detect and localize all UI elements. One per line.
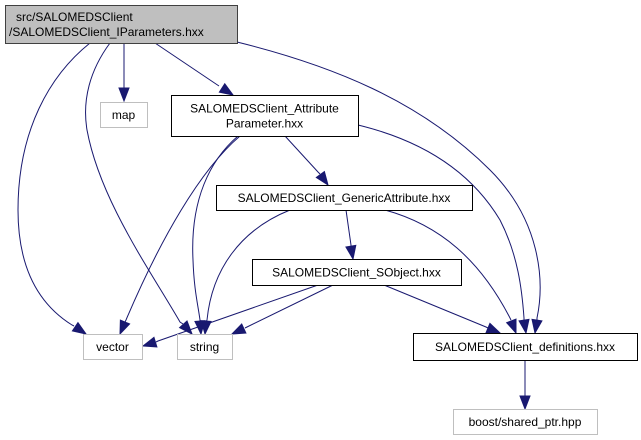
node-sobject[interactable]: SALOMEDSClient_SObject.hxx (252, 259, 462, 286)
arrowhead-icon (485, 322, 502, 334)
edge-line (192, 135, 239, 322)
arrowhead-icon (218, 82, 235, 96)
edge-root-to-attrparam (154, 42, 235, 96)
node-box (171, 95, 359, 137)
arrowhead-icon (345, 244, 357, 261)
edge-sobject-to-vector (141, 284, 319, 348)
arrowhead-icon (71, 321, 88, 335)
node-label: Parameter.hxx (226, 117, 303, 131)
arrowhead-icon (519, 395, 531, 411)
node-box (216, 185, 473, 211)
node-box (83, 334, 143, 360)
node-definitions[interactable]: SALOMEDSClient_definitions.hxx (413, 333, 638, 361)
edge-generic-to-sobject (345, 209, 357, 261)
node-label: SALOMEDSClient_Attribute (190, 102, 339, 116)
node-label: boost/shared_ptr.hpp (469, 415, 582, 429)
edge-line (85, 42, 184, 325)
arrowhead-icon (119, 319, 131, 336)
edge-line (345, 209, 352, 247)
edge-line (236, 41, 541, 320)
node-label: SALOMEDSClient_definitions.hxx (435, 340, 615, 354)
node-shared_ptr: boost/shared_ptr.hpp (453, 409, 598, 435)
edge-root-to-map (118, 43, 130, 103)
arrowhead-icon (505, 318, 517, 335)
node-string: string (177, 334, 233, 360)
edge-root-to-definitions (236, 41, 543, 335)
edge-attrparam-to-generic (284, 135, 329, 187)
edges-layer (17, 41, 543, 411)
arrowhead-icon (518, 318, 530, 335)
node-label: map (112, 108, 136, 122)
edge-line (155, 284, 319, 343)
edge-attrparam-to-vector (119, 135, 241, 336)
edge-attrparam-to-string (192, 135, 239, 336)
node-box (100, 102, 148, 128)
node-vector: vector (83, 334, 143, 360)
edge-attrparam-to-definitions (357, 124, 530, 335)
node-label: string (190, 340, 219, 354)
arrowhead-icon (141, 336, 158, 348)
edge-line (244, 284, 334, 329)
edge-line (357, 124, 525, 320)
node-label: SALOMEDSClient_SObject.hxx (272, 266, 441, 280)
nodes-layer: src/SALOMEDSClient/SALOMEDSClient_IParam… (5, 5, 638, 435)
node-label: src/SALOMEDSClient (16, 10, 133, 24)
node-label: /SALOMEDSClient_IParameters.hxx (9, 25, 204, 39)
node-label: SALOMEDSClient_GenericAttribute.hxx (238, 191, 451, 205)
node-label: vector (96, 340, 129, 354)
arrowhead-icon (118, 87, 130, 103)
edge-line (383, 284, 489, 329)
arrowhead-icon (315, 170, 329, 187)
edge-sobject-to-string (230, 284, 334, 335)
arrowhead-icon (531, 318, 543, 335)
edge-line (124, 135, 241, 323)
edge-sobject-to-definitions (383, 284, 502, 334)
node-box (413, 333, 638, 361)
edge-root-to-vector (17, 42, 91, 335)
edge-generic-to-definitions (384, 209, 517, 335)
node-root[interactable]: src/SALOMEDSClient/SALOMEDSClient_IParam… (5, 5, 238, 44)
edge-line (205, 209, 291, 323)
node-box (453, 409, 598, 435)
edge-line (284, 135, 321, 175)
edge-line (17, 42, 91, 327)
arrowhead-icon (200, 320, 212, 336)
edge-generic-to-string (200, 209, 291, 336)
node-box (177, 334, 233, 360)
node-generic[interactable]: SALOMEDSClient_GenericAttribute.hxx (216, 185, 473, 211)
edge-line (154, 42, 220, 87)
node-map: map (100, 102, 148, 128)
node-box (5, 5, 238, 44)
arrowhead-icon (230, 323, 247, 335)
node-box (252, 259, 462, 286)
edge-definitions-to-shared_ptr (519, 360, 531, 411)
edge-line (384, 209, 512, 321)
